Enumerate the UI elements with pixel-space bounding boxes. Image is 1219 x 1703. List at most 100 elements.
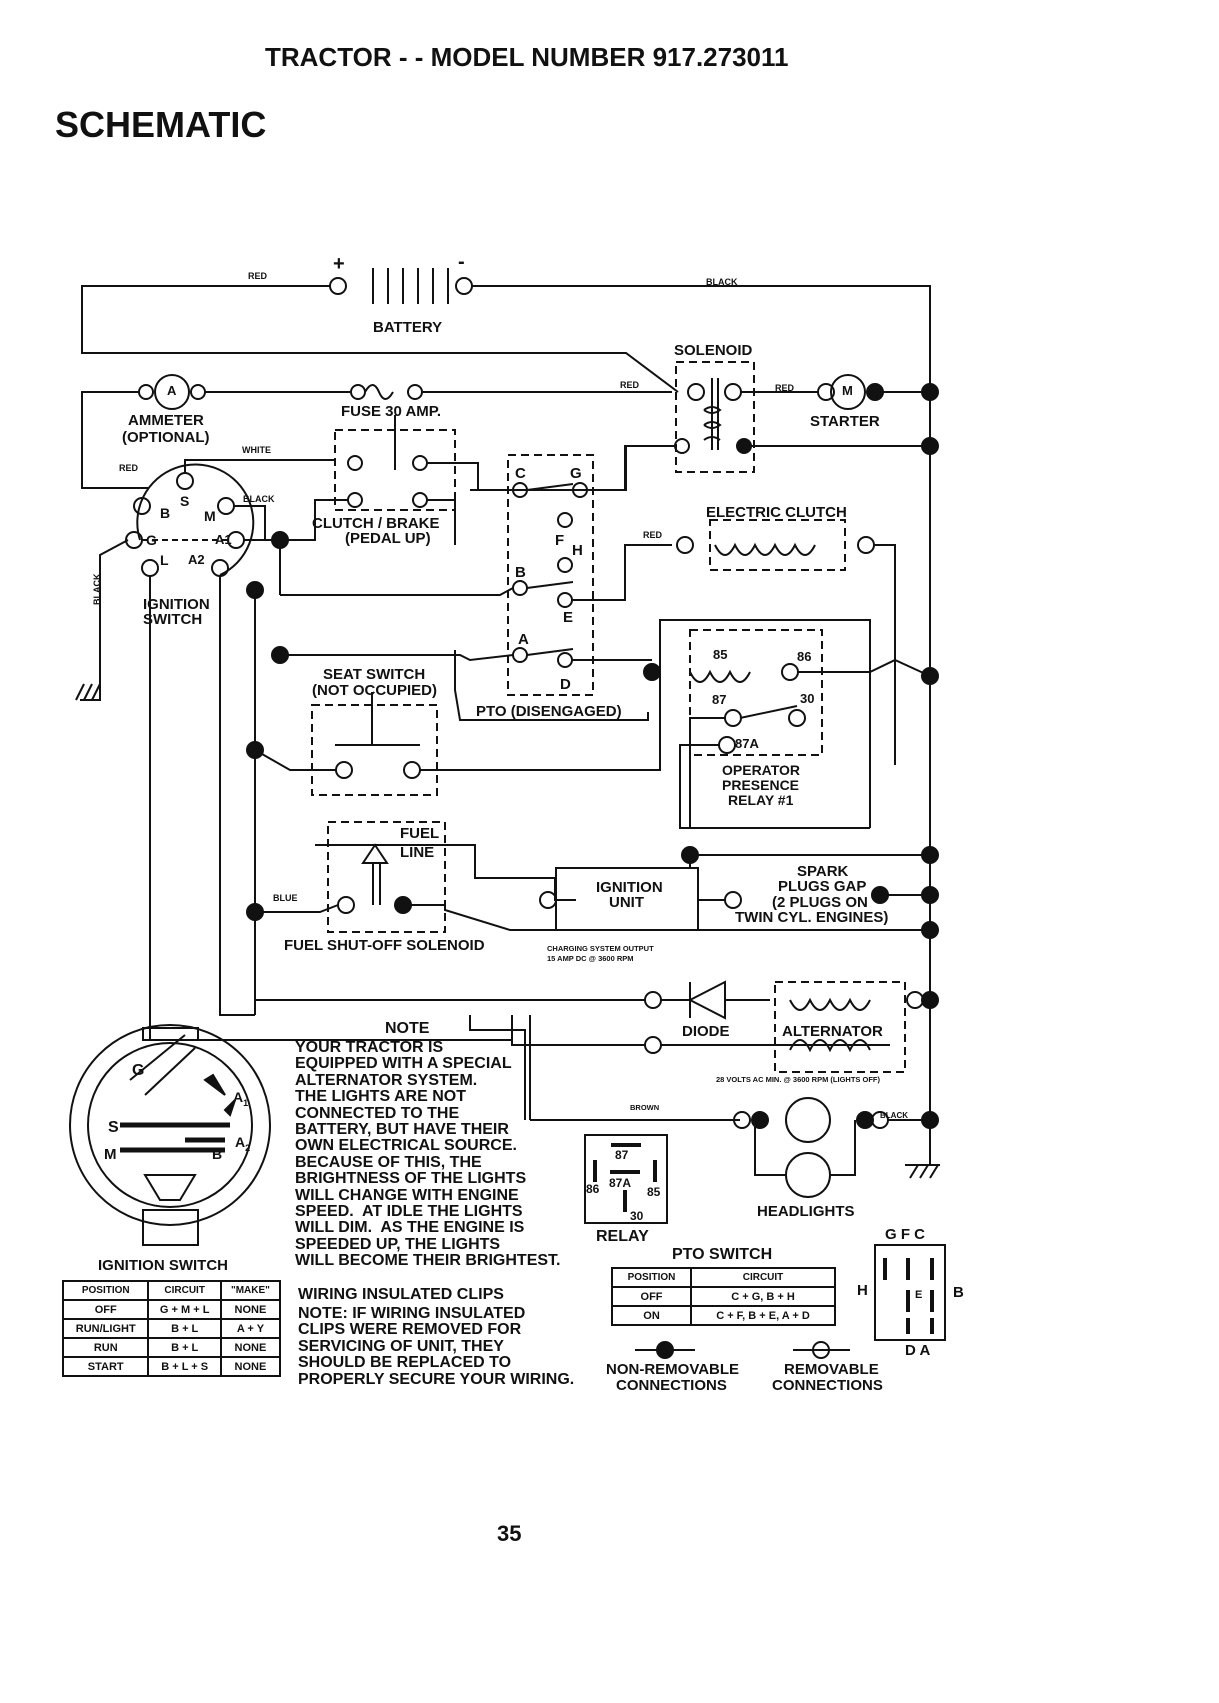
charging-output-label-1: CHARGING SYSTEM OUTPUT [547,944,654,953]
section-title: SCHEMATIC [55,104,267,145]
switch-face-s: S [108,1119,119,1136]
ign-terminal-g: G [146,532,157,548]
switch-face-b: B [212,1146,223,1162]
wire-label-black-left: BLACK [243,494,275,504]
removable-label-1: REMOVABLE [784,1361,879,1378]
pto-terminal-e: E [563,609,574,626]
battery-minus-label: - [458,251,465,273]
relay-box-87: 87 [615,1148,629,1162]
relay-box-85: 85 [647,1185,661,1199]
battery-plus-label: + [333,253,345,275]
clutch-brake-switch-symbol [288,415,479,545]
not-occupied-label: (NOT OCCUPIED) [312,682,437,699]
ign-terminal-a2: A2 [188,552,205,567]
table-cell: RUN/LIGHT [61,1318,150,1339]
diode-alternator-symbol [255,980,939,1121]
ignition-switch-table: POSITION CIRCUIT "MAKE" OFF G + M + L NO… [61,1280,282,1377]
wire-label-white: WHITE [242,445,271,455]
pto-switch-caption: PTO SWITCH [672,1246,773,1263]
pto-face-b: B [953,1284,964,1301]
table-cell: B + L [147,1318,222,1339]
operator-presence-label-3: RELAY #1 [728,792,794,808]
table-header-cell: "MAKE" [219,1280,282,1301]
starter-symbol [741,374,939,455]
fuel-line-label-1: FUEL [400,825,440,842]
table-cell: B + L + S [147,1356,222,1377]
ignition-unit-symbol [539,846,939,939]
table-cell: NONE [219,1356,282,1377]
operator-presence-relay-symbol [643,629,939,829]
alternator-volts-label: 28 VOLTS AC MIN. @ 3600 RPM (LIGHTS OFF) [716,1075,880,1084]
spark-plugs-label-2: PLUGS GAP [778,878,867,895]
table-cell: C + F, B + E, A + D [690,1305,836,1326]
table-row: RUN B + L NONE [61,1337,282,1358]
wire-label-red-top: RED [248,271,268,281]
table-row: ON C + F, B + E, A + D [610,1305,836,1326]
fuse-label: FUSE 30 AMP. [341,403,442,420]
clips-heading: WIRING INSULATED CLIPS [298,1286,504,1303]
ignition-switch-face [69,1024,271,1246]
page-title: TRACTOR - - MODEL NUMBER 917.273011 [265,42,789,72]
pto-face-e: E [915,1289,923,1301]
switch-face-g: G [132,1062,145,1079]
ign-terminal-m: M [204,508,216,524]
starter-m-label: M [842,383,853,398]
switch-face-a1: A1 [233,1089,249,1108]
ammeter-label: AMMETER [128,412,204,429]
fuel-line-label-2: LINE [400,844,435,861]
wire-label-blue: BLUE [273,893,298,903]
relay1-terminal-85: 85 [713,647,728,662]
switch-face-m: M [104,1146,117,1163]
relay1-terminal-87: 87 [712,692,727,707]
pto-terminal-h: H [572,542,583,559]
non-removable-label-2: CONNECTIONS [616,1377,727,1394]
relay-pin-box [584,1134,668,1224]
ignition-unit-label-2: UNIT [609,894,644,911]
fuse-symbol [350,384,672,400]
relay-box-87a: 87A [609,1176,632,1190]
non-removable-label-1: NON-REMOVABLE [606,1361,740,1378]
seat-switch-symbol [254,619,871,828]
charging-output-label-2: 15 AMP DC @ 3600 RPM [547,954,634,963]
ammeter-optional-label: (OPTIONAL) [122,429,210,446]
wire-label-red-left: RED [119,463,139,473]
spark-plugs-label-3: (2 PLUGS ON [772,894,868,911]
relay-box-30: 30 [630,1209,644,1223]
pto-terminal-b: B [515,564,526,581]
table-cell: NONE [219,1299,282,1320]
ignition-unit-label-1: IGNITION [596,879,663,896]
table-row: OFF C + G, B + H [610,1286,836,1307]
relay1-terminal-87a: 87A [735,736,759,751]
spark-plugs-label-4: TWIN CYL. ENGINES) [735,909,889,926]
starter-label: STARTER [810,413,880,430]
ammeter-a-label: A [167,383,177,398]
switch-face-a2: A2 [235,1134,251,1153]
electric-clutch-label: ELECTRIC CLUTCH [706,504,847,521]
relay1-terminal-86: 86 [797,649,812,664]
pto-terminal-g: G [570,465,582,482]
clutch-brake-label: CLUTCH / BRAKE [312,515,440,532]
headlights-symbol [733,1097,940,1198]
wire-label-red-starter: RED [775,383,795,393]
ign-terminal-s: S [180,493,190,509]
pto-switch-table: POSITION CIRCUIT OFF C + G, B + H ON C +… [610,1267,836,1326]
table-header-row: POSITION CIRCUIT [610,1267,836,1288]
table-row: RUN/LIGHT B + L A + Y [61,1318,282,1339]
note-body: YOUR TRACTOR IS EQUIPPED WITH A SPECIAL … [295,1039,561,1270]
ammeter-symbol [81,374,350,489]
alternator-label: ALTERNATOR [782,1023,883,1040]
fuel-shutoff-label: FUEL SHUT-OFF SOLENOID [284,937,485,954]
note-box-lines [469,1015,526,1120]
pto-switch-face [874,1244,946,1341]
electric-clutch-symbol [676,519,896,765]
pto-disengaged-label: PTO (DISENGAGED) [476,703,622,720]
ign-terminal-b: B [160,505,171,521]
wire-label-black-top: BLACK [706,277,738,287]
ignition-switch-caption: IGNITION SWITCH [98,1257,228,1274]
pto-switch-symbol [280,445,672,721]
table-cell: ON [610,1305,693,1326]
table-cell: START [61,1356,150,1377]
pto-terminal-a: A [518,631,529,648]
table-header-cell: POSITION [610,1267,693,1288]
battery-label: BATTERY [373,319,443,336]
